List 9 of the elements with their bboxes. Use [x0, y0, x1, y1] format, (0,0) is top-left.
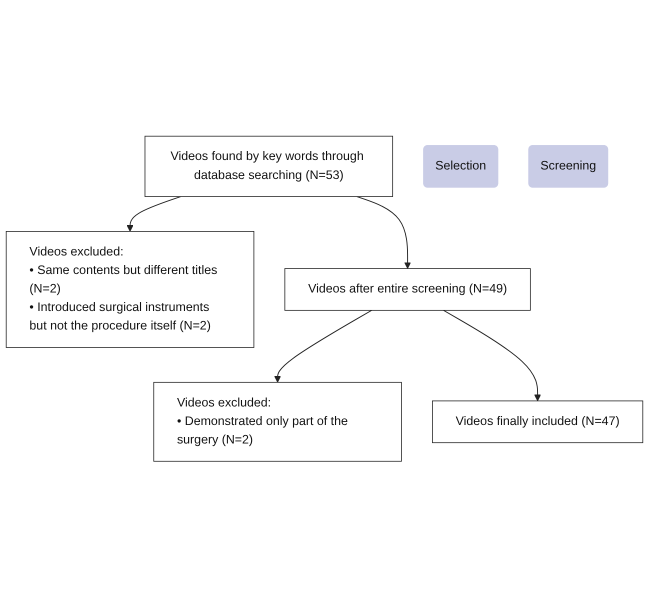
node-box: Videos after entire screening (N=49) — [284, 268, 531, 311]
arrow — [274, 310, 372, 383]
arrow — [356, 196, 411, 270]
arrow — [443, 310, 541, 402]
node-box: Videos finally included (N=47) — [432, 400, 644, 444]
node-box: Videos excluded: • Same contents but different titles (N=2) • Introduced surgical instruments but not the procedure itself (N=2) — [6, 231, 254, 348]
node-box: Videos excluded: • Demonstrated only part of the surgery (N=2) — [153, 382, 402, 462]
node-box: Videos found by key words through database searching (N=53) — [144, 136, 394, 198]
arrow — [126, 196, 182, 232]
